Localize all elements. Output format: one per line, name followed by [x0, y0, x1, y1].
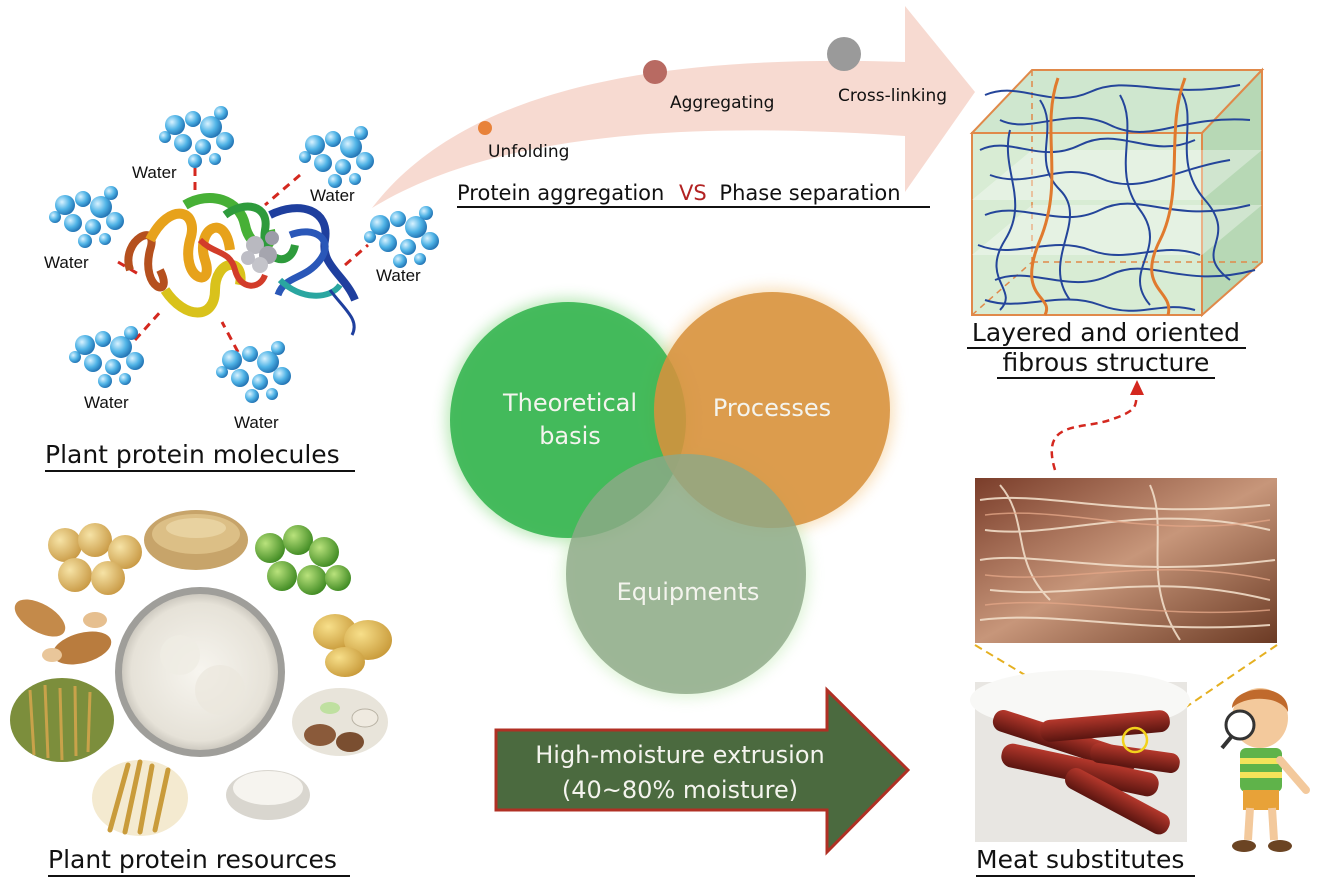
potatoes-icon — [313, 614, 392, 677]
water-label-4: Water — [376, 266, 421, 285]
soybeans-icon — [48, 523, 142, 595]
extrusion-arrow: High-moisture extrusion (40~80% moisture… — [494, 686, 911, 856]
water-label-6: Water — [234, 413, 279, 432]
caption-left: Protein aggregation — [457, 181, 664, 205]
meat-substitutes-title: Meat substitutes — [976, 845, 1184, 874]
protein-resources-group: Plant protein resources — [10, 510, 392, 877]
water-label-5: Water — [84, 393, 129, 412]
fiber-closeup-photo — [975, 478, 1277, 643]
structure-title-line2: fibrous structure — [1003, 348, 1210, 377]
equipments-circle — [566, 454, 806, 694]
caption-right: Phase separation — [719, 181, 900, 205]
rice-bowl-icon — [226, 770, 310, 820]
extrusion-line2: (40~80% moisture) — [562, 776, 798, 804]
flour-bowl-icon — [115, 587, 285, 757]
aggregating-dot — [643, 60, 667, 84]
wheat-field-icon — [10, 678, 114, 762]
zoom-arrow — [1050, 380, 1144, 471]
peas-icon — [255, 525, 351, 595]
extrusion-line1: High-moisture extrusion — [535, 741, 825, 769]
processes-label: Processes — [713, 394, 831, 422]
venn-diagram: Theoretical basis Processes Equipments — [446, 288, 894, 698]
meat-substitutes-photo — [970, 670, 1190, 842]
molecules-title: Plant protein molecules — [45, 440, 340, 469]
protein-structure-icon — [124, 192, 359, 336]
wheat-ears-icon — [92, 759, 188, 836]
theory-label-line2: basis — [539, 422, 601, 450]
zoom-circle — [1121, 726, 1149, 754]
step-unfolding: Unfolding — [488, 142, 569, 162]
unfolding-dot — [478, 121, 492, 135]
mushrooms-icon — [292, 688, 388, 756]
caption-vs: VS — [679, 181, 707, 205]
crosslinking-dot — [827, 37, 861, 71]
protein-molecule-group: Water Water Water Water Water Water Plan… — [44, 106, 439, 472]
process-arrow: Unfolding Aggregating Cross-linking Prot… — [372, 6, 975, 208]
equipments-label: Equipments — [617, 578, 760, 606]
aggregation-vs-caption: Protein aggregation VS Phase separation — [457, 181, 901, 205]
resources-title: Plant protein resources — [48, 845, 337, 874]
boy-magnifier-icon — [1220, 688, 1310, 852]
theory-label-line1: Theoretical — [502, 389, 637, 417]
grain-icon — [144, 510, 248, 570]
fibrous-structure-cube: Layered and oriented fibrous structure — [967, 67, 1265, 379]
step-aggregating: Aggregating — [670, 93, 774, 113]
water-label-1: Water — [132, 163, 177, 182]
water-label-2: Water — [310, 186, 355, 205]
structure-title-line1: Layered and oriented — [972, 318, 1240, 347]
step-crosslinking: Cross-linking — [838, 86, 947, 106]
peanuts-icon — [14, 599, 112, 665]
water-label-3: Water — [44, 253, 89, 272]
